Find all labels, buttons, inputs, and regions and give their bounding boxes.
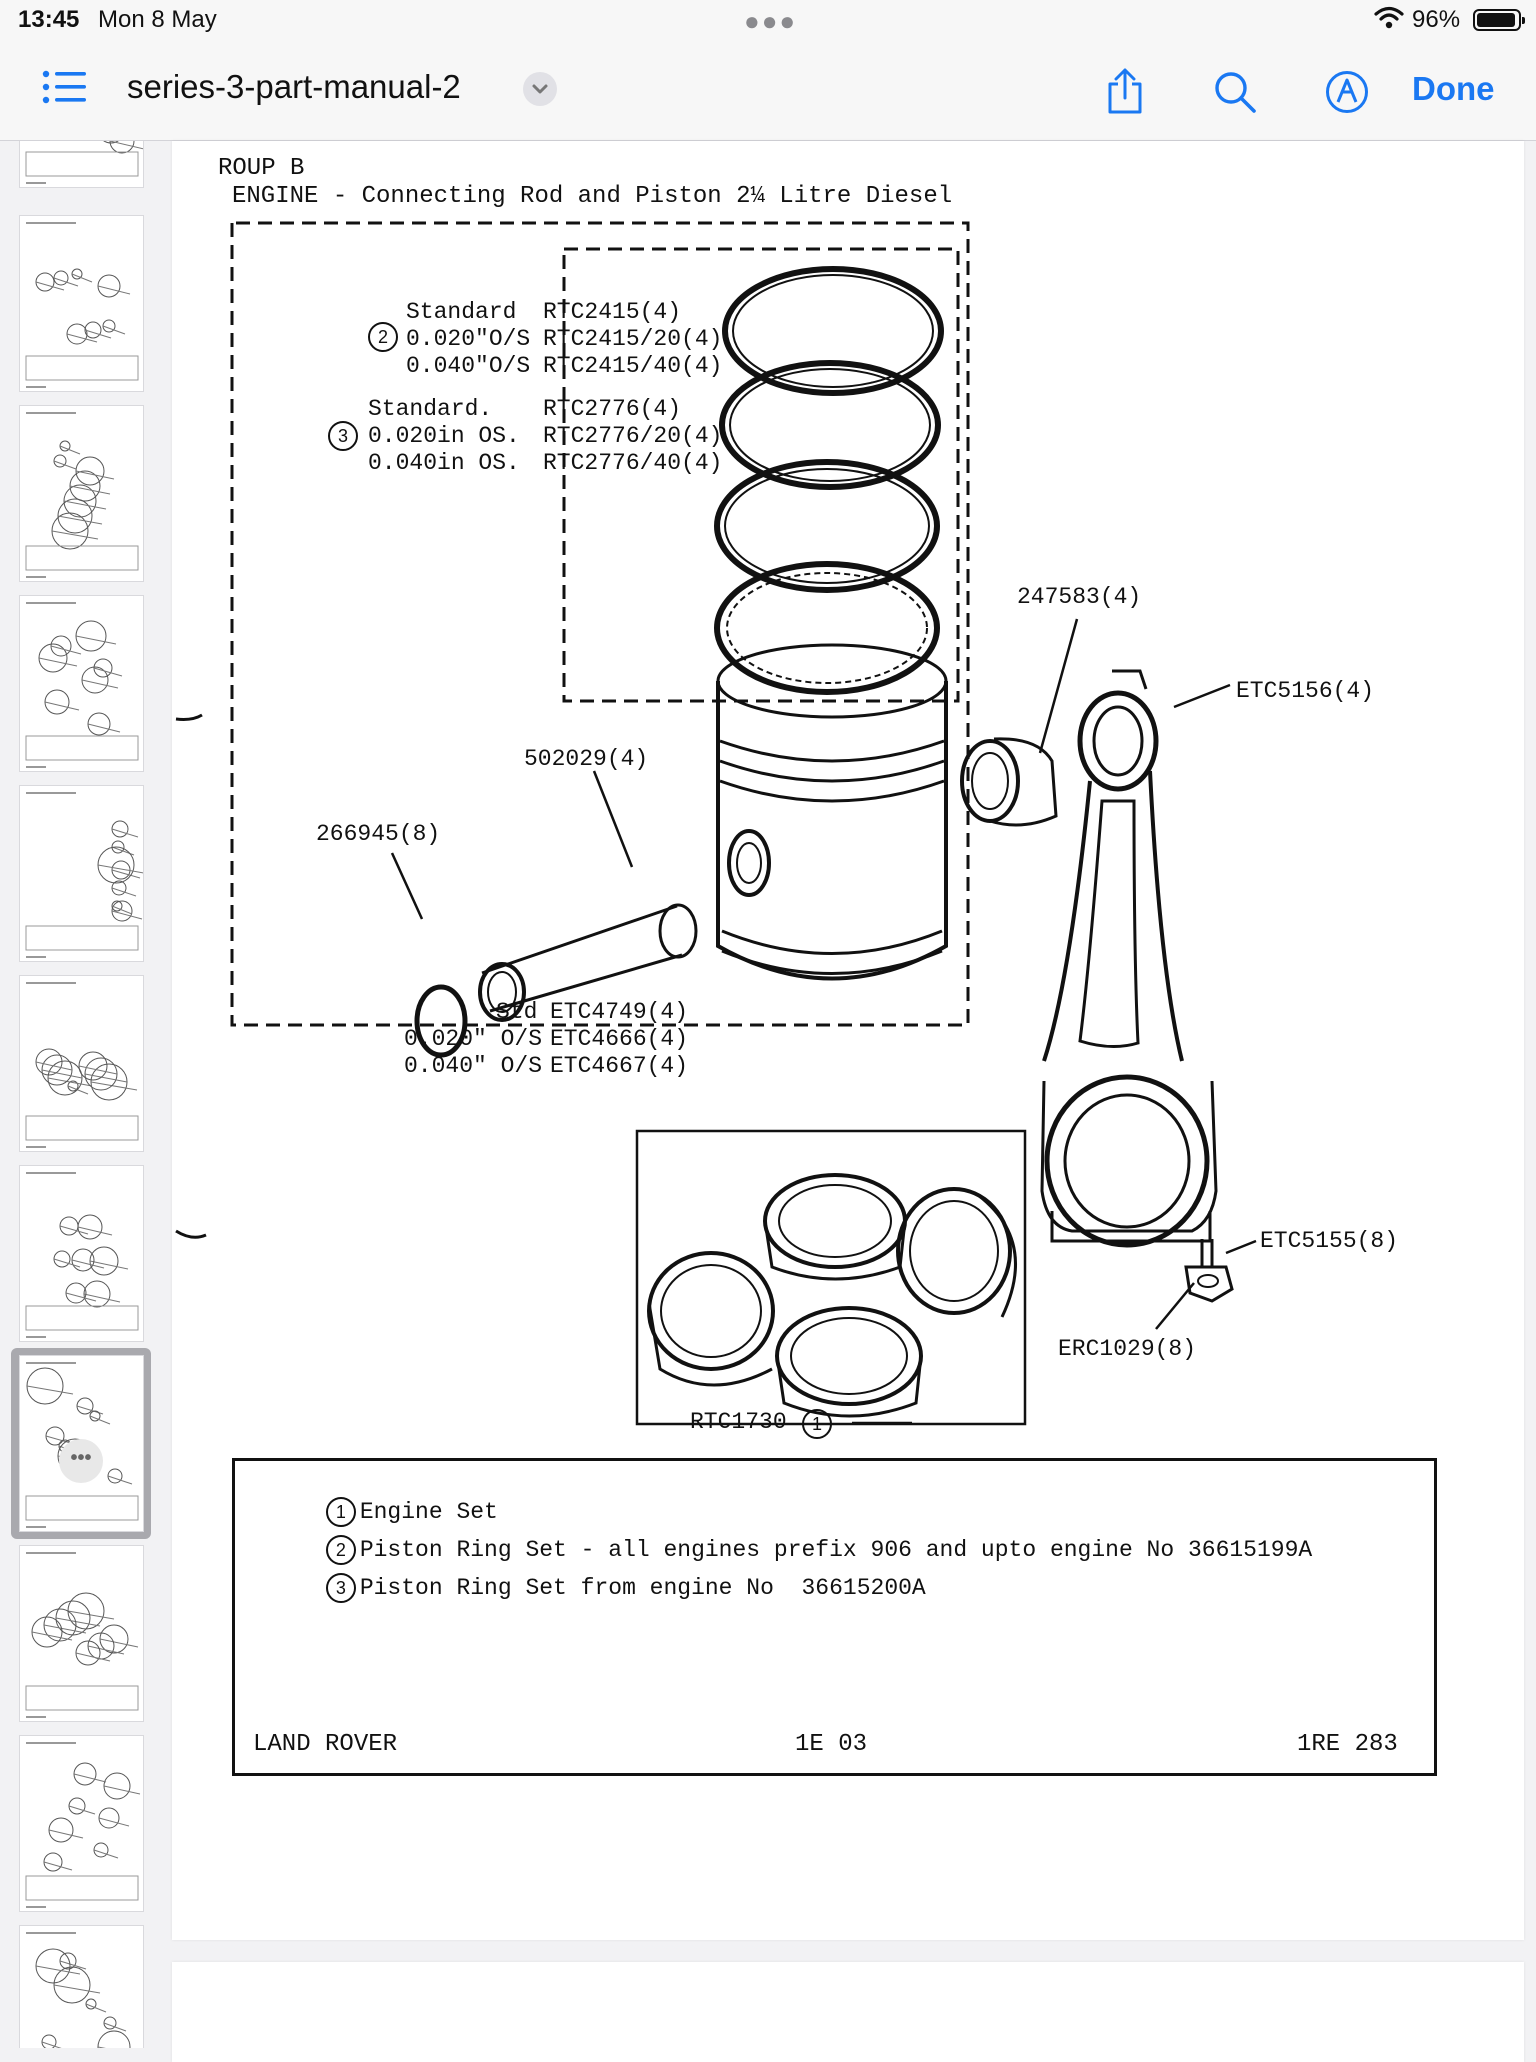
page-thumbnail-sidebar[interactable]: ••• xyxy=(0,141,160,2048)
thumbnail-preview xyxy=(25,1742,141,1908)
legend-text-1: Engine Set xyxy=(359,1499,498,1526)
status-date: Mon 8 May xyxy=(98,6,217,33)
thumbnail-preview xyxy=(26,1932,131,2048)
ring2-part-2: RTC2415/40(4) xyxy=(543,353,723,379)
callout-circlip: 266945(8) xyxy=(316,821,441,847)
piston-size-2: 0.040" O/S xyxy=(404,1053,543,1079)
ring2-size-0: Standard xyxy=(406,299,517,325)
battery-icon xyxy=(1473,9,1525,31)
page-thumbnail[interactable] xyxy=(19,1925,144,2048)
document-toolbar: series-3-part-manual-2 Done xyxy=(0,40,1536,141)
ring2-size-1: 0.020"O/S xyxy=(406,326,531,352)
callout-bearing-set: RTC1730 xyxy=(690,1409,787,1435)
share-icon[interactable] xyxy=(1104,68,1146,119)
ring2-part-1: RTC2415/20(4) xyxy=(543,326,723,352)
thumbnail-options-icon[interactable]: ••• xyxy=(59,1439,103,1483)
page-thumbnail[interactable] xyxy=(19,595,144,772)
legend-text-2: Piston Ring Set - all engines prefix 906… xyxy=(359,1537,1313,1564)
ring3-part-0: RTC2776(4) xyxy=(543,396,682,422)
piston-part-2: ETC4667(4) xyxy=(550,1053,689,1079)
legend-marker-1-icon: 1 xyxy=(325,1497,356,1527)
done-button[interactable]: Done xyxy=(1412,70,1495,107)
page-group-heading: ROUP B xyxy=(218,155,305,182)
callout-gudgeon-pin: 502029(4) xyxy=(524,746,649,772)
battery-nub xyxy=(1522,17,1525,24)
thumbnail-preview xyxy=(25,141,143,184)
callout-rod-nut: ERC1029(8) xyxy=(1058,1336,1197,1362)
next-pdf-page xyxy=(172,1962,1524,2062)
thumbnail-preview xyxy=(25,792,143,958)
thumbnail-preview xyxy=(25,222,139,388)
callout-rod-bolt: ETC5155(8) xyxy=(1260,1228,1399,1254)
marker-3-icon: 3 xyxy=(328,421,358,451)
ring3-size-0: Standard. xyxy=(368,396,493,422)
page-thumbnail[interactable] xyxy=(19,1165,144,1342)
page-thumbnail[interactable] xyxy=(19,975,144,1152)
exploded-parts-diagram xyxy=(175,221,1257,1426)
document-title[interactable]: series-3-part-manual-2 xyxy=(127,68,461,105)
page-thumbnail[interactable] xyxy=(19,785,144,962)
pdf-page: ROUP B ENGINE - Connecting Rod and Pisto… xyxy=(172,141,1524,1940)
thumbnail-preview xyxy=(25,602,139,768)
legend-marker-2-icon: 2 xyxy=(325,1535,356,1565)
thumbnail-preview xyxy=(25,1552,139,1718)
piston-size-1: 0.020" O/S xyxy=(404,1026,543,1052)
page-thumbnail[interactable] xyxy=(19,1545,144,1722)
page-thumbnail[interactable] xyxy=(19,405,144,582)
page-thumbnail[interactable] xyxy=(19,141,144,188)
callout-small-end-bush: 247583(4) xyxy=(1017,584,1142,610)
footer-left: LAND ROVER xyxy=(253,1731,398,1758)
thumbnail-preview xyxy=(25,1172,139,1338)
ring3-part-1: RTC2776/20(4) xyxy=(543,423,723,449)
page-title: ENGINE - Connecting Rod and Piston 2¼ Li… xyxy=(232,183,953,210)
footer-right: 1RE 283 xyxy=(1297,1731,1398,1758)
ring3-size-2: 0.040in OS. xyxy=(368,450,520,476)
legend-text-3: Piston Ring Set from engine No 36615200A xyxy=(359,1575,926,1602)
thumbnail-preview xyxy=(25,982,139,1148)
ring3-size-1: 0.020in OS. xyxy=(368,423,520,449)
footer-center: 1E 03 xyxy=(795,1731,868,1758)
marker-1-icon: 1 xyxy=(802,1409,832,1439)
callout-connecting-rod: ETC5156(4) xyxy=(1236,678,1375,704)
page-thumbnail[interactable] xyxy=(19,1735,144,1912)
title-menu-chevron-down-icon[interactable] xyxy=(523,72,557,106)
search-icon[interactable] xyxy=(1213,70,1257,119)
page-thumbnail[interactable] xyxy=(19,215,144,392)
multitasking-dots-icon[interactable]: ●●● xyxy=(744,6,798,36)
markup-pen-icon[interactable] xyxy=(1325,70,1369,119)
status-time: 13:45 xyxy=(18,6,80,33)
outline-list-icon[interactable] xyxy=(42,70,86,109)
legend-marker-3-icon: 3 xyxy=(325,1573,356,1603)
thumbnail-preview xyxy=(25,412,139,578)
wifi-icon xyxy=(1374,6,1404,35)
marker-2-icon: 2 xyxy=(368,322,398,352)
ring2-part-0: RTC2415(4) xyxy=(543,299,682,325)
piston-part-0: ETC4749(4) xyxy=(550,999,689,1025)
battery-fill xyxy=(1477,13,1515,27)
ring3-part-2: RTC2776/40(4) xyxy=(543,450,723,476)
status-bar: 13:45 Mon 8 May ●●● 96% xyxy=(0,0,1536,40)
piston-size-0: Std xyxy=(496,999,538,1025)
ring2-size-2: 0.040"O/S xyxy=(406,353,531,379)
battery-percent: 96% xyxy=(1412,6,1461,33)
piston-part-1: ETC4666(4) xyxy=(550,1026,689,1052)
